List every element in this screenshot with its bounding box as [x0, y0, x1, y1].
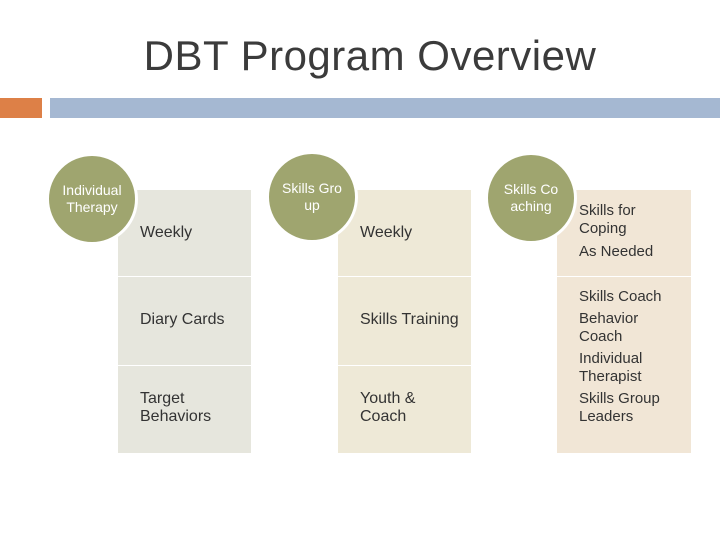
heading-circle-skills-group: Skills Group: [266, 151, 358, 243]
cell-text: Target Behaviors: [140, 390, 212, 425]
cell-text: Skills for Coping: [579, 202, 636, 237]
column-individual-therapy: Weekly Diary Cards Target Behaviors: [118, 190, 251, 453]
cell-text: Youth & Coach: [360, 390, 416, 425]
circle-label: Skills Group: [282, 180, 342, 213]
list-item: Individual Therapist: [579, 350, 643, 385]
heading-circle-skills-coaching: Skills Coaching: [485, 152, 577, 244]
cell-frequency: Weekly: [118, 190, 251, 276]
list-item: Skills Group Leaders: [579, 390, 660, 425]
list-item: Skills Coach: [579, 288, 662, 305]
slide-title: DBT Program Overview: [143, 32, 597, 79]
cell-text: As Needed: [579, 243, 654, 260]
coach-list: Skills Coach Behavior Coach Individual T…: [579, 288, 689, 427]
cell-focus: Youth & Coach: [338, 366, 471, 453]
accent-bar: [0, 98, 42, 118]
column-skills-coaching: Skills for Coping As Needed Skills Coach…: [557, 190, 691, 453]
list-item: Behavior Coach: [579, 310, 639, 345]
cell-purpose: Skills for Coping As Needed: [557, 190, 691, 276]
circle-label: Skills Coaching: [503, 181, 559, 214]
cell-tools: Skills Training: [338, 277, 471, 365]
cell-focus: Target Behaviors: [118, 366, 251, 453]
circle-label: Individual Therapy: [62, 182, 122, 215]
cell-text: Weekly: [360, 224, 413, 241]
cell-text: Weekly: [140, 224, 193, 241]
cell-text: Diary Cards: [140, 311, 225, 328]
header-bar: [50, 98, 720, 118]
heading-circle-individual-therapy: Individual Therapy: [46, 153, 138, 245]
column-skills-group: Weekly Skills Training Youth & Coach: [338, 190, 471, 453]
cell-frequency: Weekly: [338, 190, 471, 276]
cell-tools: Diary Cards: [118, 277, 251, 365]
cell-text: Skills Training: [360, 311, 459, 328]
cell-coaches: [557, 277, 691, 453]
